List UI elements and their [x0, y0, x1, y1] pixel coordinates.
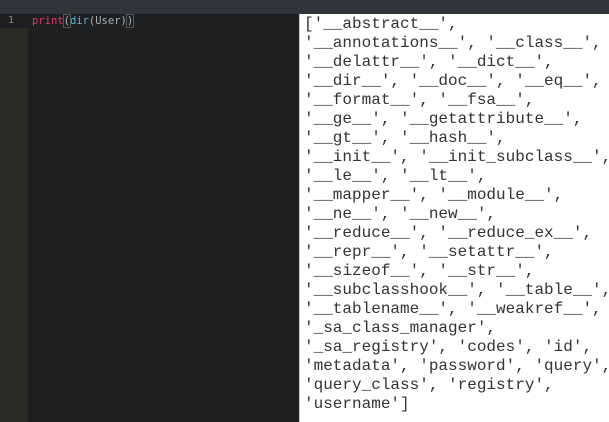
dir-call: dir [69, 15, 89, 27]
output-line: '__format__', '__fsa__', [304, 91, 535, 109]
title-bar [0, 0, 609, 14]
output-line: '__mapper__', '__module__', [304, 186, 564, 204]
code-line[interactable]: print(dir(User)) [32, 14, 135, 28]
output-line: '__dir__', '__doc__', '__eq__', [304, 72, 602, 90]
output-line: '__subclasshook__', '__table__', [304, 281, 609, 299]
paren-close: ) [125, 14, 135, 28]
output-line: ['__abstract__', [304, 15, 458, 33]
output-line: '__gt__', '__hash__', [304, 129, 506, 147]
print-keyword: print [32, 15, 64, 27]
call-args: (User) [88, 15, 127, 27]
line-gutter: 1 [0, 14, 28, 422]
code-editor[interactable]: print(dir(User)) [28, 14, 298, 422]
output-line: '_sa_class_manager', [304, 319, 497, 337]
output-line: '__delattr__', '__dict__', [304, 53, 554, 71]
output-line: '_sa_registry', 'codes', 'id', [304, 338, 593, 356]
output-line: '__ne__', '__new__', [304, 205, 497, 223]
output-line: 'username'] [304, 395, 410, 413]
output-line: 'metadata', 'password', 'query', [304, 357, 609, 375]
output-text: ['__abstract__','__annotations__', '__cl… [304, 15, 609, 414]
paren-open: ( [62, 14, 71, 28]
output-panel: ['__abstract__','__annotations__', '__cl… [299, 14, 609, 422]
output-line: '__ge__', '__getattribute__', [304, 110, 583, 128]
output-line: '__annotations__', '__class__', [304, 34, 602, 52]
output-line: '__tablename__', '__weakref__', [304, 300, 602, 318]
output-line: '__le__', '__lt__', [304, 167, 487, 185]
line-number: 1 [0, 14, 28, 28]
output-line: 'query_class', 'registry', [304, 376, 554, 394]
output-line: '__init__', '__init_subclass__', [304, 148, 609, 166]
output-line: '__repr__', '__setattr__', [304, 243, 554, 261]
output-line: '__sizeof__', '__str__', [304, 262, 535, 280]
output-line: '__reduce__', '__reduce_ex__', [304, 224, 593, 242]
